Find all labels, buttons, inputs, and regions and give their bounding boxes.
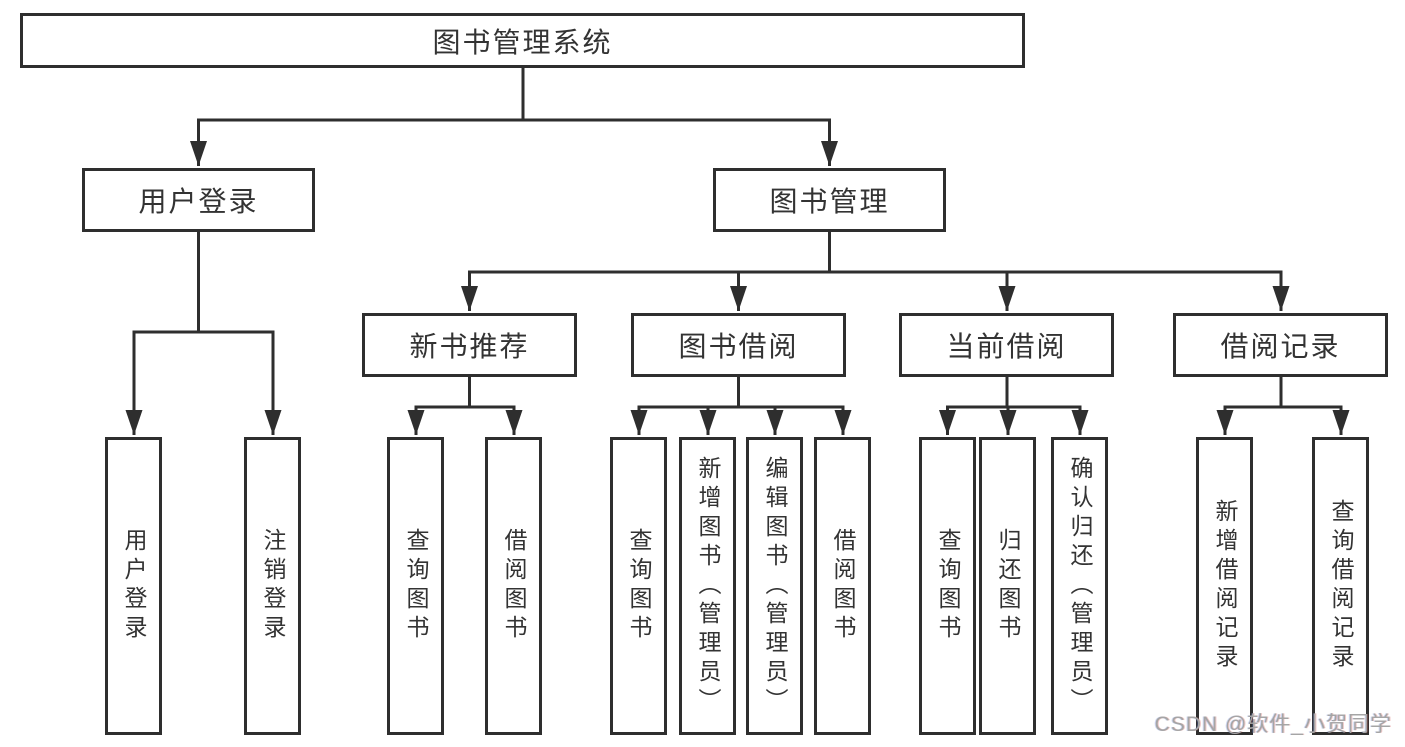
leaf-return-book: 归还图书	[979, 437, 1036, 735]
node-current-borrow: 当前借阅	[899, 313, 1114, 377]
node-new-book-recommend: 新书推荐	[362, 313, 577, 377]
node-book-management: 图书管理	[713, 168, 946, 232]
leaf-add-borrow-record: 新增借阅记录	[1196, 437, 1253, 735]
node-label: 查询借阅记录	[1328, 499, 1354, 673]
leaf-borrow-books-recommend: 借阅图书	[485, 437, 542, 735]
node-label: 借阅记录	[1220, 331, 1341, 362]
node-label: 查询图书	[626, 528, 652, 644]
node-label: 借阅图书	[830, 528, 856, 644]
node-label: 图书管理系统	[432, 26, 613, 58]
node-label: 编辑图书（管理员）	[762, 455, 788, 717]
leaf-confirm-return-admin: 确认归还（管理员）	[1051, 437, 1108, 735]
leaf-query-books-borrow: 查询图书	[610, 437, 667, 735]
leaf-query-books-current: 查询图书	[919, 437, 976, 735]
node-user-login: 用户登录	[82, 168, 315, 232]
leaf-user-login: 用户登录	[105, 437, 162, 735]
node-label: 查询图书	[403, 528, 429, 644]
node-borrow-records: 借阅记录	[1173, 313, 1388, 377]
leaf-query-books-recommend: 查询图书	[387, 437, 444, 735]
node-label: 当前借阅	[946, 331, 1067, 362]
node-label: 图书借阅	[678, 331, 799, 362]
node-label: 查询图书	[935, 528, 961, 644]
node-label: 注销登录	[260, 528, 286, 644]
leaf-add-book-admin: 新增图书（管理员）	[679, 437, 736, 735]
node-label: 新书推荐	[409, 331, 530, 362]
leaf-query-borrow-record: 查询借阅记录	[1312, 437, 1369, 735]
node-label: 借阅图书	[501, 528, 527, 644]
node-label: 图书管理	[769, 186, 890, 217]
node-label: 新增图书（管理员）	[695, 455, 721, 717]
node-label: 确认归还（管理员）	[1067, 455, 1093, 717]
csdn-watermark: CSDN @软件_小贺同学	[1154, 713, 1392, 736]
leaf-logout: 注销登录	[244, 437, 301, 735]
node-book-borrow: 图书借阅	[631, 313, 846, 377]
node-label: 用户登录	[121, 528, 147, 644]
node-library-management-system: 图书管理系统	[20, 13, 1025, 68]
node-label: 归还图书	[995, 528, 1021, 644]
leaf-borrow-books: 借阅图书	[814, 437, 871, 735]
leaf-edit-book-admin: 编辑图书（管理员）	[746, 437, 803, 735]
node-label: 新增借阅记录	[1212, 499, 1238, 673]
node-label: 用户登录	[138, 186, 259, 217]
